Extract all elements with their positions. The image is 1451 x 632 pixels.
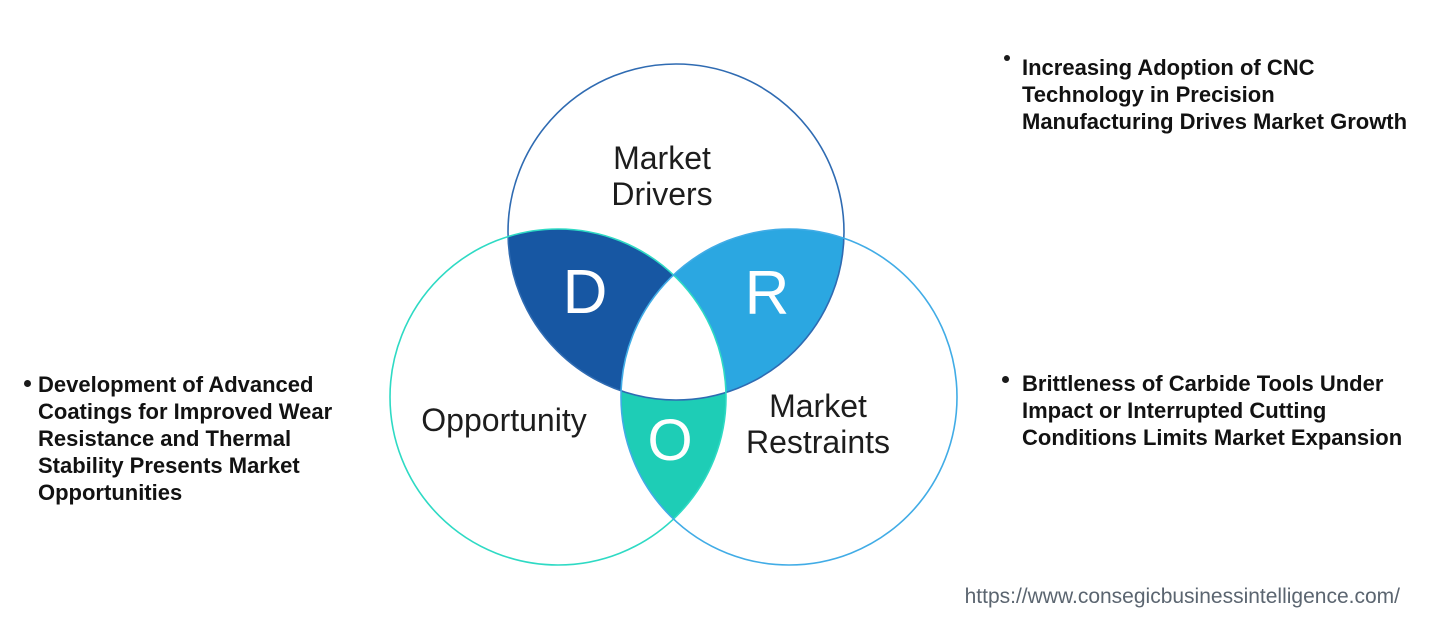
bullet-line: Opportunities	[38, 480, 183, 505]
source-url: https://www.consegicbusinessintelligence…	[964, 585, 1400, 608]
bullet-opportunity: Development of Advanced Coatings for Imp…	[38, 371, 332, 506]
bullet-restraints: Brittleness of Carbide Tools Under Impac…	[1022, 370, 1402, 451]
label-line: Restraints	[745, 424, 891, 460]
bullet-line: Manufacturing Drives Market Growth	[1022, 109, 1408, 134]
bullet-line: Impact or Interrupted Cutting	[1022, 398, 1327, 423]
bullet-dot	[24, 380, 31, 387]
bullet-line: Development of Advanced	[38, 372, 314, 397]
bullet-line: Conditions Limits Market Expansion	[1022, 425, 1403, 450]
circle-opportunity-outline	[389, 228, 727, 566]
label-market-restraints: Market Restraints	[746, 388, 890, 460]
label-line: Opportunity	[421, 402, 587, 438]
label-market-drivers: Market Drivers	[611, 140, 712, 212]
bullet-line: Technology in Precision	[1022, 82, 1275, 107]
label-line: Drivers	[611, 176, 713, 212]
bullet-dot	[1004, 55, 1010, 61]
label-line: Market	[613, 140, 711, 176]
bullet-drivers: Increasing Adoption of CNC Technology in…	[1022, 54, 1407, 135]
overlap-letter-d: D	[562, 258, 608, 327]
label-opportunity: Opportunity	[421, 402, 586, 438]
bullet-line: Coatings for Improved Wear	[38, 399, 333, 424]
overlap-letter-o: O	[647, 408, 693, 473]
bullet-dot	[1002, 376, 1009, 383]
circle-drivers-outline	[507, 63, 845, 401]
overlap-letter-r: R	[744, 259, 790, 328]
bullet-line: Stability Presents Market	[38, 453, 300, 478]
bullet-line: Brittleness of Carbide Tools Under	[1022, 371, 1384, 396]
label-line: Market	[769, 388, 867, 424]
circle-restraints-outline	[620, 228, 958, 566]
bullet-line: Increasing Adoption of CNC	[1022, 55, 1315, 80]
bullet-line: Resistance and Thermal	[38, 426, 292, 451]
